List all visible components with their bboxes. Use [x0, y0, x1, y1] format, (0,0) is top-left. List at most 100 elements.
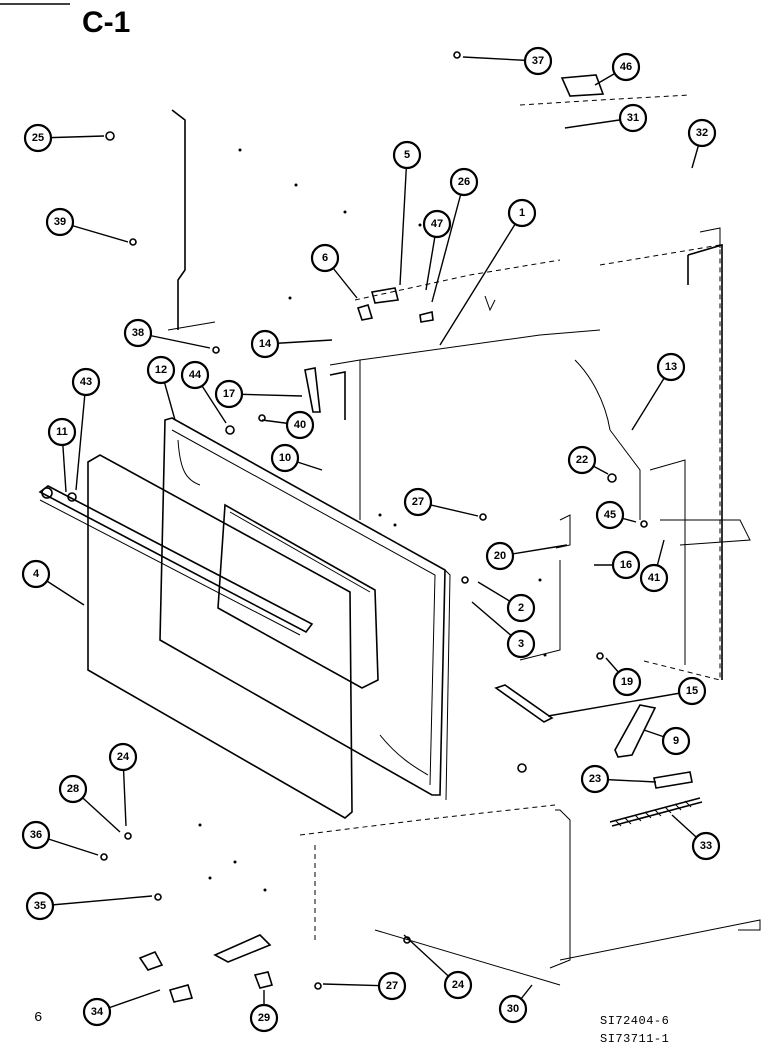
part-number: 34: [91, 1006, 104, 1018]
part-number: 27: [412, 496, 424, 508]
part-callout: 45: [595, 500, 625, 530]
part-callout: 43: [71, 367, 101, 397]
part-callout: 35: [25, 891, 55, 921]
part-callout: 46: [611, 52, 641, 82]
leader-line: [399, 154, 408, 286]
part-number: 39: [54, 216, 66, 228]
callout-circle: [214, 379, 244, 409]
part-callout: 39: [45, 207, 75, 237]
part-number: 20: [494, 550, 506, 562]
part-number: 15: [686, 685, 698, 697]
part-number: 9: [673, 735, 679, 747]
callout-circle: [82, 997, 112, 1027]
callout-circle: [47, 417, 77, 447]
part-callout: 40: [285, 410, 315, 440]
part-number: 37: [532, 55, 544, 67]
part-number: 30: [507, 1003, 519, 1015]
part-number: 2: [518, 602, 524, 614]
part-callout: 13: [656, 352, 686, 382]
callout-circle: [58, 774, 88, 804]
part-callout: 30: [498, 994, 528, 1024]
part-callout: 1: [507, 198, 537, 228]
part-number: 11: [56, 426, 68, 438]
callout-circle: [270, 443, 300, 473]
part-callout: 5: [392, 140, 422, 170]
part-number: 41: [648, 572, 660, 584]
part-number: 38: [132, 327, 144, 339]
part-number: 14: [259, 338, 272, 350]
part-number: 5: [404, 149, 410, 161]
part-callout: 22: [567, 445, 597, 475]
callout-circle: [449, 167, 479, 197]
part-number: 44: [189, 369, 202, 381]
leader-line: [75, 381, 87, 491]
part-number: 46: [620, 61, 632, 73]
callout-circle: [250, 329, 280, 359]
part-callout: 24: [108, 742, 138, 772]
callout-circle: [21, 559, 51, 589]
part-number: 36: [30, 829, 42, 841]
drawing-code: SI72404-6: [600, 1014, 670, 1028]
part-number: 1: [519, 207, 525, 219]
part-callout: 20: [485, 541, 515, 571]
part-number: 13: [665, 361, 677, 373]
part-callout: 25: [23, 123, 53, 153]
part-callout: 2: [506, 593, 536, 623]
callout-circle: [310, 243, 340, 273]
part-callout: 34: [82, 997, 112, 1027]
callout-circle: [567, 445, 597, 475]
callout-circle: [422, 209, 452, 239]
leader-line: [439, 212, 523, 346]
part-callout: 44: [180, 360, 210, 390]
part-callout: 29: [249, 1003, 279, 1033]
callout-circle: [507, 198, 537, 228]
part-callout: 19: [612, 667, 642, 697]
part-number: 35: [34, 900, 46, 912]
callout-circle: [687, 118, 717, 148]
part-callout: 23: [580, 764, 610, 794]
part-callout: 28: [58, 774, 88, 804]
callout-circle: [23, 123, 53, 153]
callout-circle: [45, 207, 75, 237]
drawing-code: SI73711-1: [600, 1032, 670, 1046]
callout-circle: [146, 355, 176, 385]
callout-circle: [506, 629, 536, 659]
part-callout: 38: [123, 318, 153, 348]
callout-circle: [285, 410, 315, 440]
part-callout: 9: [661, 726, 691, 756]
page-title: C-1: [82, 6, 131, 39]
callout-circle: [612, 667, 642, 697]
part-callout: 11: [47, 417, 77, 447]
callout-circle: [377, 971, 407, 1001]
part-number: 43: [80, 376, 92, 388]
part-callout: 32: [687, 118, 717, 148]
page-number: 6: [34, 1010, 43, 1026]
part-number: 4: [33, 568, 40, 580]
part-number: 10: [279, 452, 291, 464]
part-number: 26: [458, 176, 470, 188]
part-callout: 37: [523, 46, 553, 76]
callout-circle: [677, 676, 707, 706]
callout-circle: [123, 318, 153, 348]
part-number: 45: [604, 509, 616, 521]
part-number: 47: [431, 218, 443, 230]
part-callout: 14: [250, 329, 280, 359]
part-callout: 33: [691, 831, 721, 861]
callout-circle: [656, 352, 686, 382]
part-number: 32: [696, 127, 708, 139]
leader-line: [547, 690, 693, 717]
leader-line: [431, 181, 465, 303]
part-callout: 4: [21, 559, 51, 589]
part-number: 3: [518, 638, 524, 650]
callout-circle: [71, 367, 101, 397]
part-number: 25: [32, 132, 44, 144]
part-callout: 27: [403, 487, 433, 517]
part-number: 17: [223, 388, 235, 400]
screw-dots: [67, 131, 648, 990]
part-number: 33: [700, 840, 712, 852]
part-callout: 31: [618, 103, 648, 133]
callout-circle: [392, 140, 422, 170]
callout-circle: [21, 820, 51, 850]
part-callout: 27: [377, 971, 407, 1001]
